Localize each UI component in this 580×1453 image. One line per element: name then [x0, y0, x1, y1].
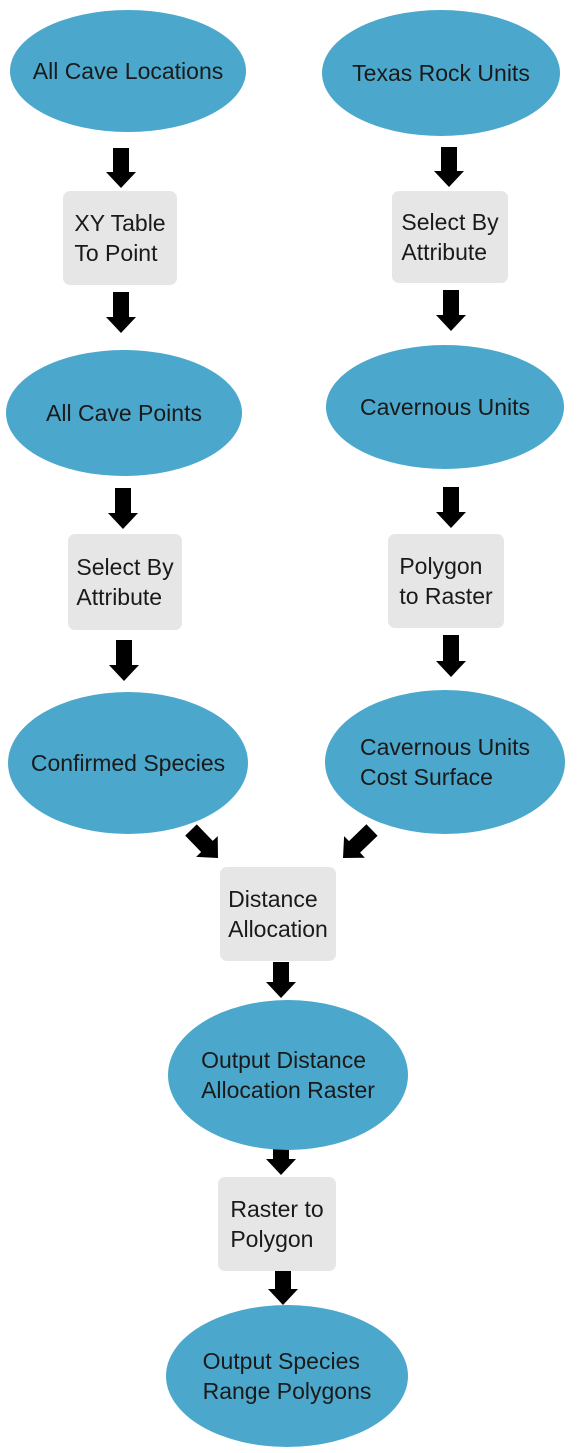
arrow-raster2poly-to-species — [268, 1271, 298, 1305]
arrow-costsurface-to-distance — [343, 824, 378, 858]
node-raster-to-polygon: Raster to Polygon — [218, 1177, 336, 1271]
node-cavernous-units-cost-surface: Cavernous Units Cost Surface — [325, 690, 565, 834]
node-confirmed-species: Confirmed Species — [8, 692, 248, 834]
arrow-polygon-to-costsurface — [436, 635, 466, 677]
node-polygon-to-raster: Polygon to Raster — [388, 534, 504, 628]
node-label: Polygon to Raster — [399, 553, 493, 609]
node-distance-allocation: Distance Allocation — [220, 867, 336, 961]
arrow-cavernous-to-polygon — [436, 487, 466, 528]
node-output-species-range-polygons: Output Species Range Polygons — [166, 1305, 408, 1447]
node-label: XY Table To Point — [74, 210, 166, 266]
node-label: Output Distance Allocation Raster — [201, 1047, 375, 1103]
arrow-xy-to-cavepoints — [106, 292, 136, 333]
node-label: Cavernous Units — [359, 394, 531, 420]
node-label: Select By Attribute — [76, 554, 174, 610]
node-cavernous-units: Cavernous Units — [326, 345, 564, 469]
node-xy-table-to-point: XY Table To Point — [63, 191, 177, 285]
node-select-by-attribute-right: Select By Attribute — [392, 191, 508, 283]
node-texas-rock-units: Texas Rock Units — [322, 10, 560, 136]
node-select-by-attribute-left: Select By Attribute — [68, 534, 182, 630]
node-all-cave-locations: All Cave Locations — [10, 10, 246, 132]
arrow-cavepoints-to-select — [108, 488, 138, 529]
node-label: Cavernous Units Cost Surface — [359, 734, 531, 790]
node-all-cave-points: All Cave Points — [6, 350, 242, 476]
arrow-confirmed-to-distance — [185, 824, 218, 858]
arrow-distance-to-outputraster — [266, 962, 296, 998]
arrow-select-to-cavernous — [436, 290, 466, 331]
arrow-locations-to-xy — [106, 148, 136, 188]
node-label: Confirmed Species — [30, 750, 226, 776]
arrow-select-to-confirmed — [109, 640, 139, 681]
node-output-distance-allocation-raster: Output Distance Allocation Raster — [168, 1000, 408, 1150]
node-label: Raster to Polygon — [230, 1196, 324, 1252]
arrow-texas-to-select — [434, 147, 464, 187]
node-label: All Cave Points — [46, 400, 202, 426]
node-label: Distance Allocation — [228, 886, 328, 942]
node-label: All Cave Locations — [32, 58, 224, 84]
node-label: Texas Rock Units — [352, 60, 530, 86]
node-label: Output Species Range Polygons — [202, 1348, 372, 1404]
node-label: Select By Attribute — [401, 209, 499, 265]
